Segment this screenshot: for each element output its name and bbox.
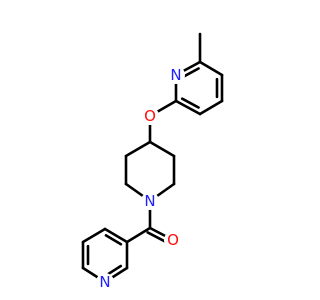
bond-a4-a3 <box>198 99 224 116</box>
atom-o2-background <box>164 231 182 249</box>
bond-c4-c3b <box>124 140 152 158</box>
bond-a5-a4 <box>174 99 202 116</box>
bond-b1-b2 <box>103 227 129 244</box>
atom-label-n-n2: N <box>144 192 155 210</box>
atom-n2-background <box>141 192 159 210</box>
bonds-layer <box>81 32 224 284</box>
atom-n3-background <box>96 273 114 291</box>
bond-b1-b2-inner <box>104 234 123 246</box>
bond-a5-a4-inner <box>180 97 200 109</box>
atom-label-o-o1: O <box>144 107 156 125</box>
molecule-structure-diagram: N O N O N <box>81 32 224 291</box>
bond-cc-b1 <box>125 226 152 244</box>
atom-labels-layer: N O N O N <box>96 66 185 291</box>
atom-n1-background <box>167 66 185 84</box>
atom-label-n-n3: N <box>99 273 110 291</box>
bond-c4-c3a <box>148 140 176 158</box>
atom-label-n-n1: N <box>170 66 181 84</box>
bond-a2-a1 <box>198 60 224 77</box>
bond-b2-b3 <box>81 227 107 244</box>
atom-o1-background <box>141 107 159 125</box>
atom-label-o-o2: O <box>167 231 179 249</box>
